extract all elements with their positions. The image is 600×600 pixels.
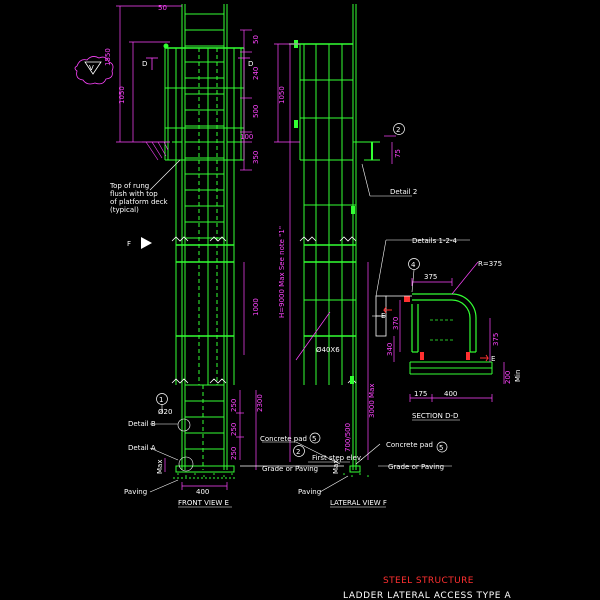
dim-250-b: 250	[230, 423, 238, 436]
section-dd	[411, 293, 477, 353]
dim-1550: 1550	[104, 48, 112, 66]
balloon-5a-circle	[309, 432, 321, 444]
section-platform	[409, 361, 493, 375]
lateral-dimensions	[274, 43, 396, 462]
dim-100: 100	[240, 133, 253, 141]
label-e-left: E	[381, 312, 385, 320]
front-caption: FRONT VIEW E	[178, 499, 229, 507]
dim-400-front: 400	[196, 488, 209, 496]
balloon-1: 1	[159, 396, 163, 404]
section-d-right: D	[248, 60, 253, 68]
dim-375-top: 375	[424, 273, 437, 281]
balloon-2b-circle	[293, 445, 305, 457]
lateral-leaders	[262, 163, 452, 493]
front-dimensions	[116, 5, 257, 490]
balloon-5a: 5	[312, 435, 316, 443]
ladder-rungs	[185, 13, 224, 450]
label-e-right: E	[491, 355, 495, 363]
section-d-left: D	[142, 60, 147, 68]
height-label: H=9000 Max See note "1"	[278, 226, 286, 318]
lateral-knobs	[294, 40, 355, 384]
balloon-1-circle	[156, 393, 168, 405]
detail-a: Detail A	[128, 444, 156, 452]
dim-375-side: 375	[492, 333, 500, 346]
balloon-5b: 5	[439, 444, 443, 452]
section-arrow-left	[383, 306, 392, 314]
section-arrow-right	[480, 354, 489, 362]
view-arrow	[141, 237, 152, 249]
lateral-view	[289, 4, 370, 473]
front-leaders	[149, 159, 194, 493]
dim-370: 370	[392, 317, 400, 330]
platform-hatch	[142, 141, 170, 161]
lateral-caption: LATERAL VIEW F	[330, 499, 387, 507]
section-caption: SECTION D-D	[412, 412, 458, 420]
paving-front: Paving	[124, 488, 147, 496]
dim-min: Min	[514, 370, 522, 382]
front-section-markers	[146, 57, 250, 70]
front-view	[164, 4, 245, 479]
dim-400-section: 400	[444, 390, 457, 398]
first-step: First step elev.	[312, 454, 363, 462]
title-line-2: LADDER LATERAL ACCESS TYPE A	[343, 591, 512, 600]
lateral-break-marks	[299, 236, 357, 384]
dim-1050-lateral: 1050	[278, 86, 286, 104]
details-label: Details 1-2-4	[412, 237, 457, 245]
balloon-5b-circle	[436, 441, 448, 453]
dim-50: 50	[252, 35, 260, 44]
dim-340: 340	[386, 343, 394, 356]
dim-700-500: 700/500	[344, 423, 352, 452]
radius-label: R=375	[478, 260, 502, 268]
front-gravel	[177, 473, 233, 477]
concrete-pad: Concrete pad	[260, 435, 307, 443]
dim-50-top: 50	[158, 4, 167, 12]
dim-3000: 3000 Max	[368, 383, 376, 418]
view-arrow-label: F	[127, 240, 131, 248]
detail-2: Detail 2	[390, 188, 417, 196]
dim-240: 240	[252, 67, 260, 80]
grade-lateral: Grade or Paving	[388, 463, 444, 471]
balloon-4-circle	[408, 258, 420, 270]
dim-2300: 2300	[256, 394, 264, 412]
section-dimensions	[393, 261, 505, 402]
detail-b: Detail B	[128, 420, 156, 428]
revision-cloud	[74, 56, 114, 85]
dim-200: 200	[504, 371, 512, 384]
pipe-label: Ø40X6	[316, 346, 340, 354]
balloon-2a-circle	[393, 123, 405, 135]
balloon-2a: 2	[396, 126, 400, 134]
dim-250-c: 250	[230, 447, 238, 460]
dim-max-front: Max	[156, 460, 164, 474]
dia-20: Ø20	[158, 408, 172, 416]
section-leaders	[372, 239, 470, 317]
dim-350: 350	[252, 151, 260, 164]
grade-front: Grade or Paving	[262, 465, 318, 473]
lateral-gravel	[343, 473, 369, 477]
balloon-4: 4	[411, 261, 416, 269]
dim-1000: 1000	[252, 298, 260, 316]
dim-max-lateral: Max	[332, 460, 340, 474]
dim-1050-front: 1050	[118, 86, 126, 104]
i-beam	[364, 141, 380, 161]
dim-250-a: 250	[230, 399, 238, 412]
flag-triangle	[84, 61, 102, 75]
cage-knob	[163, 43, 169, 49]
section-red-clips	[404, 296, 470, 360]
flag-v: V	[89, 64, 94, 72]
balloon-2b: 2	[296, 448, 300, 456]
dim-500: 500	[252, 105, 260, 118]
paving-lateral: Paving	[298, 488, 321, 496]
front-break-marks	[171, 236, 227, 384]
concrete-pad-2: Concrete pad	[386, 441, 433, 449]
dim-175: 175	[414, 390, 427, 398]
title-line-1: STEEL STRUCTURE	[383, 576, 474, 586]
dim-75: 75	[394, 149, 402, 158]
